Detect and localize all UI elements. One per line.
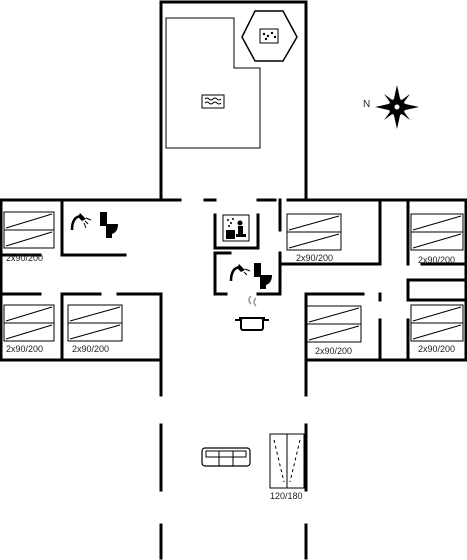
- pool-icon: [201, 94, 225, 109]
- bed: [67, 304, 123, 342]
- bed-label: 2x90/200: [6, 344, 43, 354]
- bed-label: 2x90/200: [315, 346, 352, 356]
- pool-room: [165, 10, 298, 149]
- sofa-icon: [201, 447, 251, 467]
- bed: [286, 213, 342, 251]
- bed-label: 2x90/200: [418, 344, 455, 354]
- bed: [3, 211, 55, 249]
- sauna-icon: [222, 214, 250, 242]
- bed-label: 2x90/200: [72, 344, 109, 354]
- pool-basin: [165, 17, 261, 149]
- shower-icon: [70, 213, 92, 231]
- compass-north-label: N: [363, 99, 370, 110]
- sofa-bed: [269, 433, 305, 489]
- bed: [410, 304, 464, 342]
- cooking-pot-icon: [235, 295, 269, 331]
- toilet-icon: [254, 263, 272, 289]
- whirlpool-icon: [241, 10, 298, 62]
- sofa-bed-label: 120/180: [270, 491, 303, 501]
- bed-group: 2x90/200 2x90/200 2x90/200 2x90/200: [3, 211, 464, 356]
- bed-label: 2x90/200: [6, 253, 43, 263]
- bed: [3, 304, 55, 342]
- bed-label: 2x90/200: [296, 253, 333, 263]
- bed: [410, 213, 464, 251]
- bed: [306, 305, 362, 343]
- compass-rose-icon: [375, 85, 419, 129]
- toilet-icon: [100, 212, 118, 238]
- bed-label: 2x90/200: [418, 255, 455, 265]
- shower-icon: [229, 264, 251, 282]
- interior-walls: [0, 198, 467, 362]
